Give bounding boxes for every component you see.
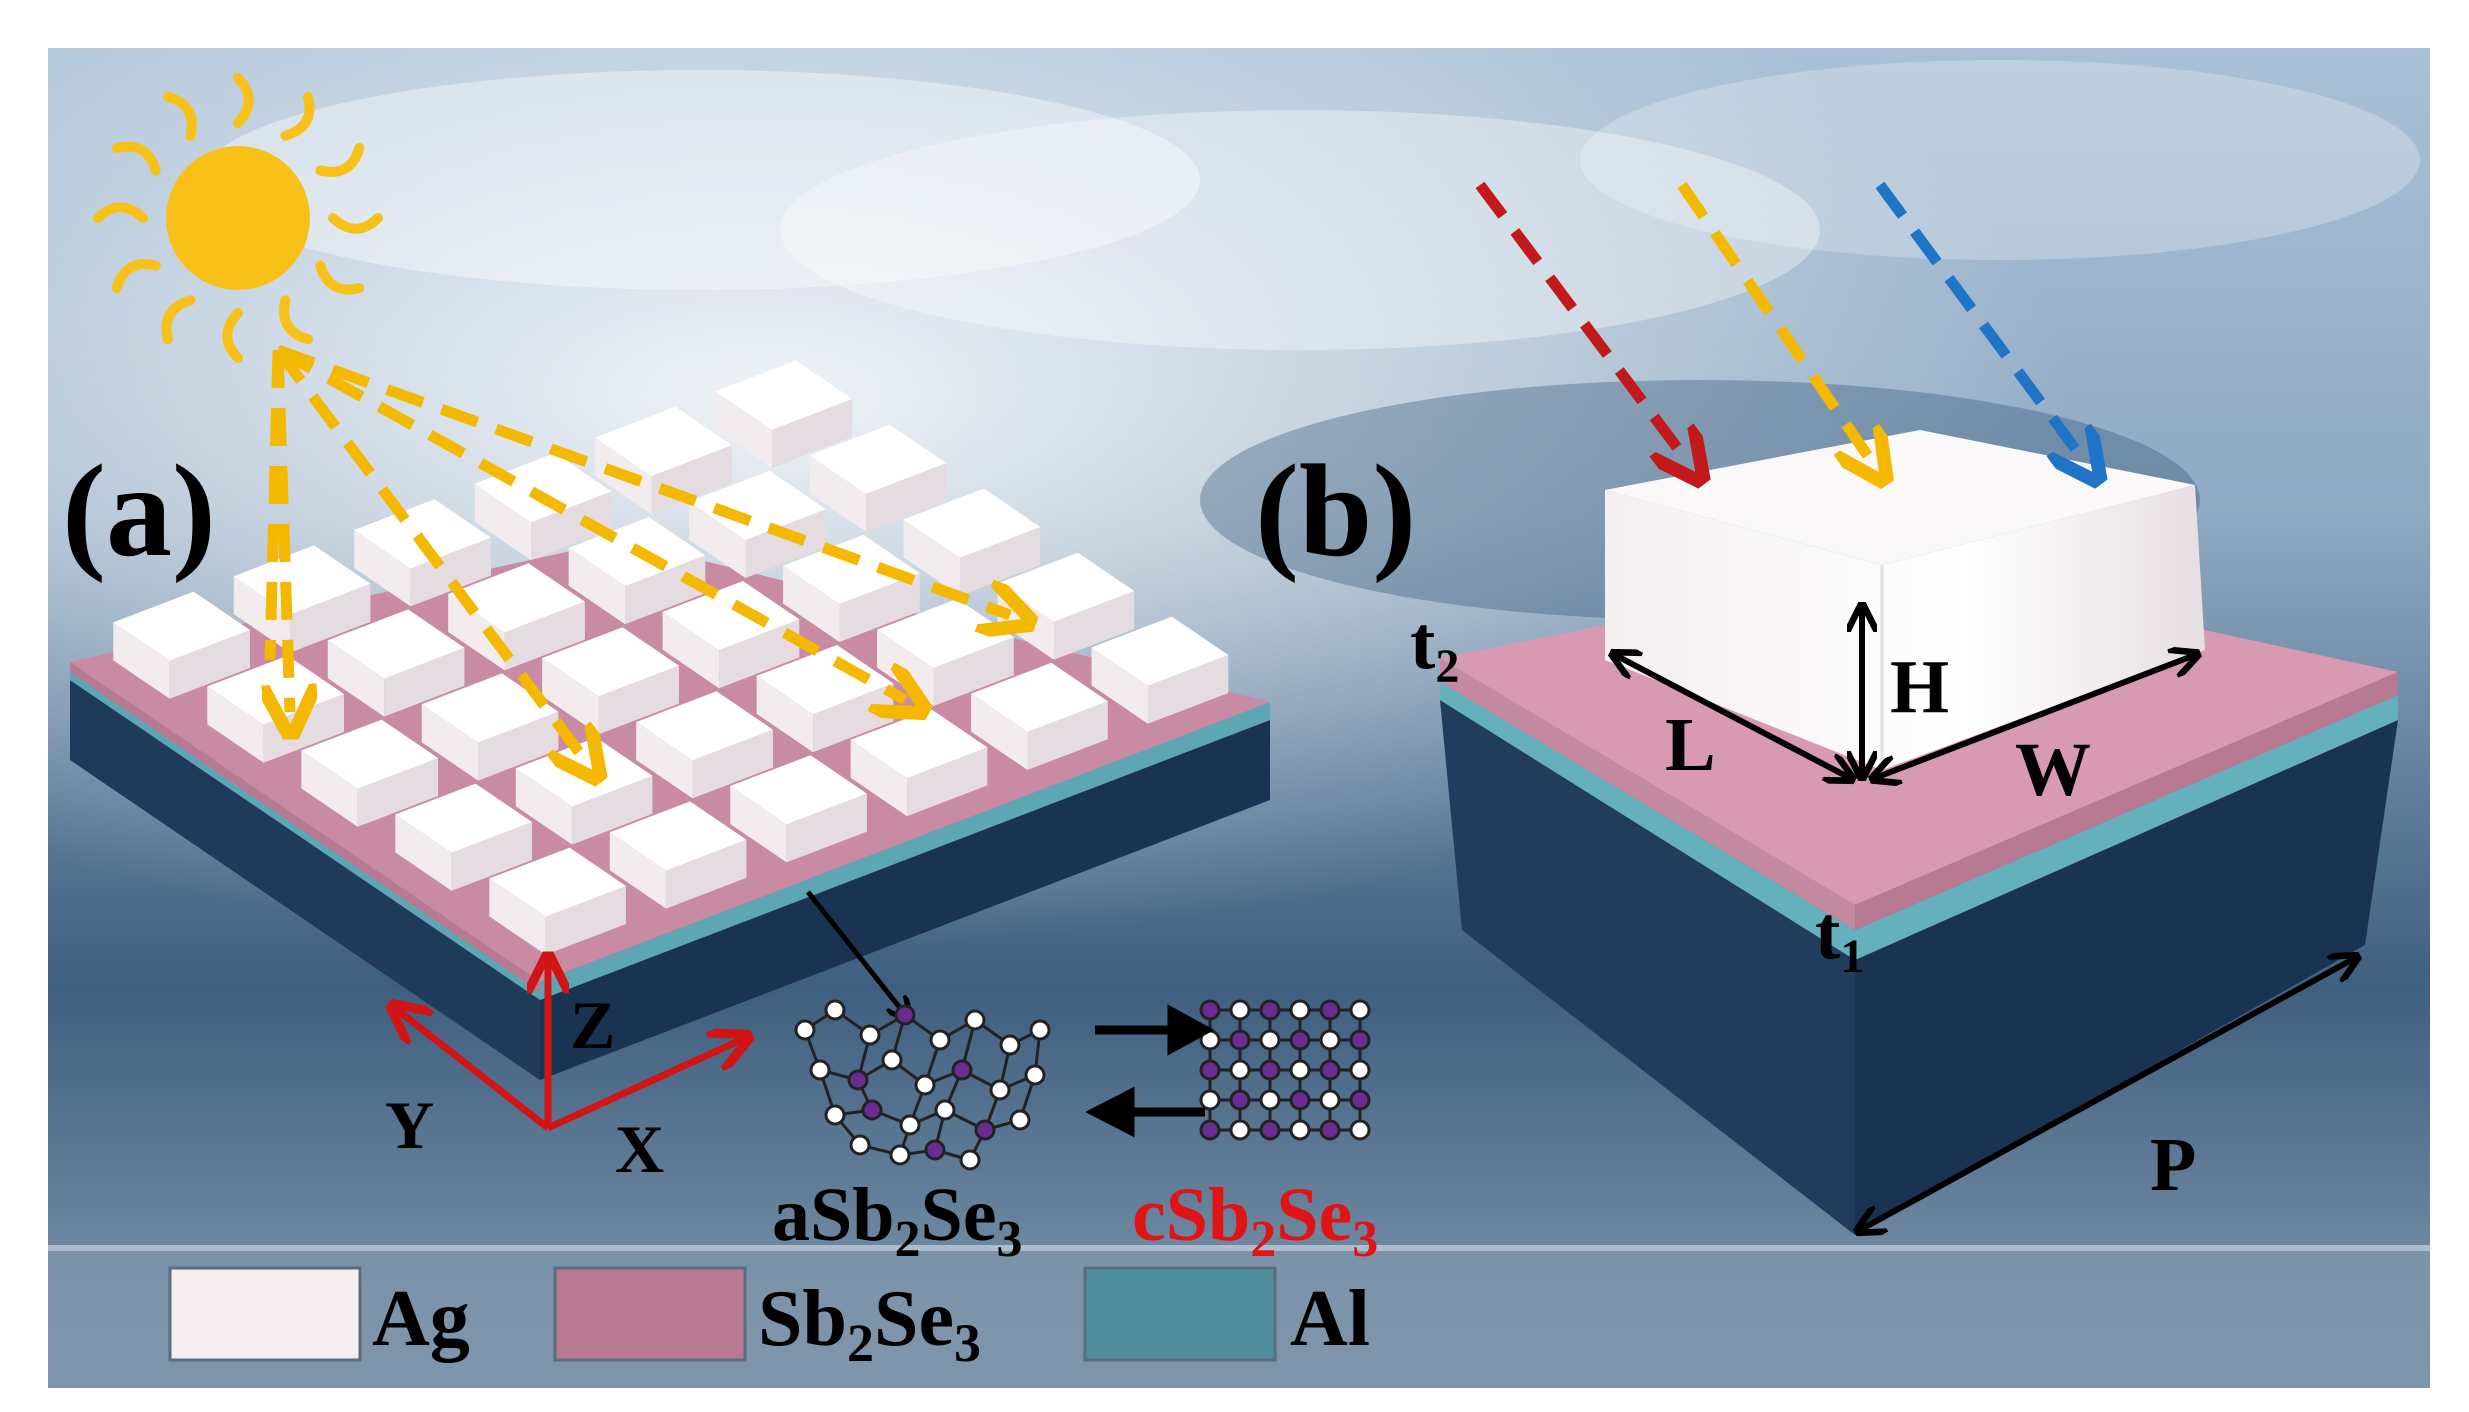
amorphous-lattice-icon: [794, 999, 1051, 1171]
dim-p-arrow: [1860, 958, 2355, 1230]
zoom-arrow: [806, 890, 908, 1018]
legend-label-ag: Ag: [372, 1275, 470, 1363]
dim-w-arrow: [1875, 655, 2195, 778]
dim-label-l: L: [1665, 703, 1716, 787]
legend-label-sb2se3: Sb2Se3: [758, 1275, 981, 1373]
sun-rays-dashed: [270, 344, 1010, 760]
legend-label-al: Al: [1290, 1275, 1370, 1363]
panel-label-a: (a): [62, 437, 216, 584]
array-sb2se3-edge: [70, 662, 540, 992]
legend-swatch-sb2se3: [553, 1266, 747, 1362]
dim-label-t2: t2: [1410, 601, 1459, 693]
axis-label-x: X: [615, 1111, 664, 1187]
dim-label-h: H: [1890, 645, 1949, 729]
legend-swatch-ag: [168, 1266, 362, 1362]
phase-label-amorphous: aSb2Se3: [772, 1173, 1023, 1268]
axis-label-z: Z: [570, 987, 615, 1063]
unit-sb2se3-edge-right: [1855, 672, 2398, 930]
dimension-arrows: [1615, 608, 2355, 1230]
array-substrate-side-right: [540, 720, 1270, 1080]
unit-sb2se3-edge-left: [1440, 658, 1855, 930]
phase-label-crystalline: cSb2Se3: [1132, 1173, 1378, 1268]
dim-label-t1: t1: [1815, 891, 1864, 983]
phase-transition-arrows: [1085, 1004, 1215, 1138]
legend-swatch-al: [1083, 1266, 1277, 1362]
legend: Ag Sb2Se3 Al: [168, 1266, 1370, 1373]
unit-substrate-left: [1440, 700, 1855, 1235]
dim-l-arrow: [1615, 655, 1850, 778]
array-substrate-side-left: [70, 680, 540, 1080]
axis-label-y: Y: [385, 1087, 434, 1163]
dim-label-w: W: [2015, 728, 2091, 812]
sun-icon: [93, 73, 383, 363]
panel-a-array: [70, 360, 1270, 1080]
unit-al-layer: [1440, 682, 2398, 960]
dim-label-p: P: [2150, 1123, 2196, 1207]
crystalline-lattice-icon: [1199, 999, 1371, 1141]
coordinate-axes: [395, 960, 745, 1132]
panel-label-b: (b): [1255, 437, 1416, 584]
